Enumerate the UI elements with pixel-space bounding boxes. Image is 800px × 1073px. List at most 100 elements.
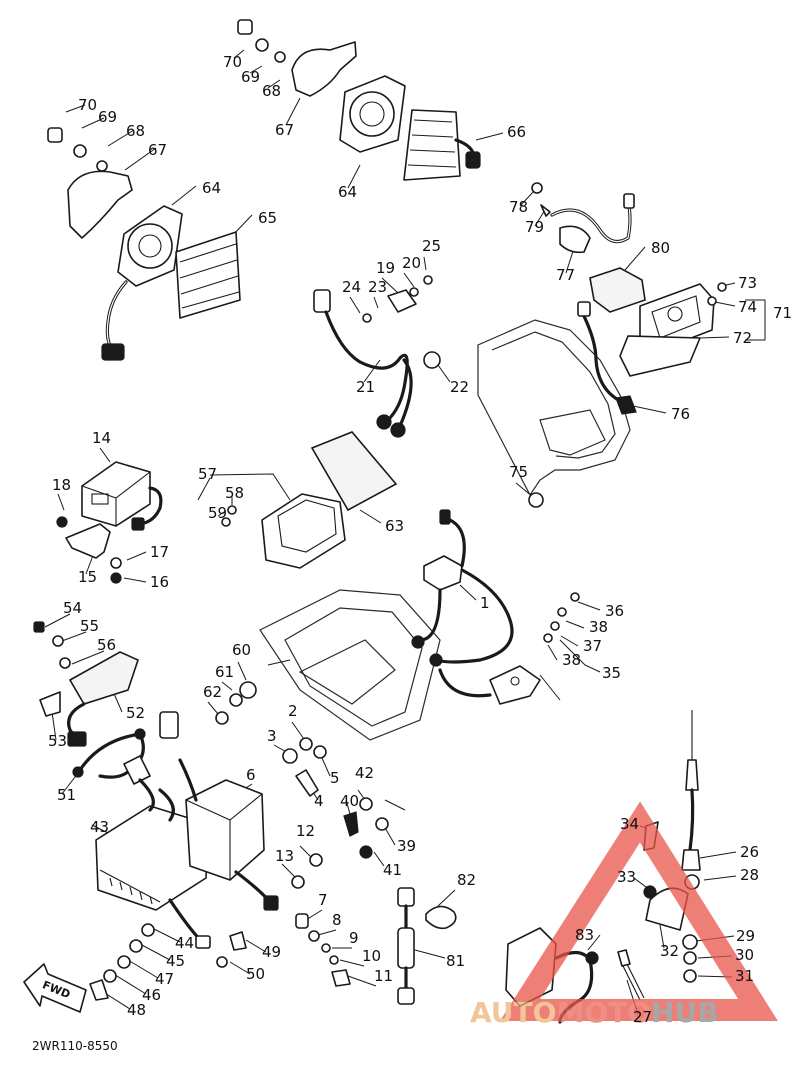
callout-37: 37 [583,637,602,655]
callout-4: 4 [314,792,324,810]
callout-43: 43 [90,818,109,836]
washer-68-upper [274,51,286,63]
callout-22: 22 [450,378,469,396]
callout-47: 47 [155,970,174,988]
callout-66: 66 [507,123,526,141]
fuse-plug-81 [397,987,415,1005]
washer-68-left [96,160,108,172]
callout-18: 18 [52,476,71,494]
callout-25: 25 [422,237,441,255]
callout-80: 80 [651,239,670,257]
nut-42 [359,797,373,811]
socket-74 [707,296,717,306]
fuse-holder-81 [397,927,415,969]
bolt-48 [89,979,109,1001]
callout-31: 31 [735,967,754,985]
speaker-assembly-left [47,127,241,361]
terminal-1b [411,635,425,649]
switch-unit-35 [438,592,580,705]
bolt-12 [309,853,323,867]
spacer-5 [313,745,327,759]
callout-60: 60 [232,641,251,659]
callout-35: 35 [602,664,621,682]
connector-76-top [577,301,591,317]
fuse-cap-81 [397,887,415,907]
callout-62: 62 [203,683,222,701]
fwd-arrow: FWD [23,963,87,1013]
callout-67a: 67 [275,121,294,139]
washer-69-left [73,144,87,158]
sub-harness-1 [411,509,514,667]
callout-33: 33 [617,868,636,886]
connector-66 [465,151,481,169]
unit-57 [261,493,346,569]
callout-81: 81 [446,952,465,970]
plug-77 [623,193,635,209]
watermark: AUTOMOTOHUB [470,801,778,1029]
speaker-cone-left [127,223,173,269]
connector-76 [615,395,637,415]
speaker-cover-67-upper [291,41,357,97]
callout-34: 34 [620,815,639,833]
callout-16: 16 [150,573,169,591]
unit-6 [185,779,265,881]
callout-12: 12 [296,822,315,840]
terminal-1c [429,653,443,667]
callout-68a: 68 [262,82,281,100]
callout-27: 27 [633,1008,652,1026]
control-unit-57 [221,431,398,569]
nut-36 [570,592,580,602]
callout-40: 40 [340,792,359,810]
callout-2: 2 [288,702,298,720]
unit-52-assembly [33,621,139,747]
cap-31 [683,969,697,983]
washer-39 [375,817,389,831]
fasteners-lower [89,853,351,1001]
washer-29 [682,934,698,950]
washer-61 [229,693,243,707]
watermark-moto: MOTO [556,996,651,1029]
callout-71: 71 [773,304,792,322]
bolt-11 [331,969,351,987]
nut-10 [329,955,339,965]
switch-and-meter-assembly [528,182,727,508]
speaker-assembly-upper [237,19,481,181]
callout-19: 19 [376,259,395,277]
callout-10: 10 [362,947,381,965]
callout-7: 7 [318,891,328,909]
connector-14 [131,517,145,531]
grommet-7 [295,913,309,929]
speaker-cone-upper [349,91,395,137]
unit-43 [95,805,209,911]
callout-64b: 64 [338,183,357,201]
screw-78 [531,182,543,194]
collar-47 [117,955,131,969]
washer-69-upper [255,38,269,52]
cap-nut-70-upper [237,19,253,35]
switch-77 [559,225,591,254]
callout-57: 57 [198,465,217,483]
relay-19 [387,289,417,313]
callout-15: 15 [78,568,97,586]
watermark-auto: AUTO [470,996,556,1029]
part-58 [227,505,237,515]
callout-55: 55 [80,617,99,635]
unit-1 [423,555,463,591]
washer-3 [282,748,298,764]
callout-79: 79 [525,218,544,236]
callout-74: 74 [738,298,757,316]
connector-6-top [159,711,179,739]
fuse-assembly [397,887,457,1005]
callout-59: 59 [208,504,227,522]
callout-32: 32 [660,942,679,960]
callout-39: 39 [397,837,416,855]
callout-75: 75 [509,463,528,481]
callout-1: 1 [480,594,490,612]
cable-27 [617,949,631,967]
callout-41: 41 [383,861,402,879]
cap-60 [239,681,257,699]
callout-52: 52 [126,704,145,722]
speaker-cover-67-left [67,170,133,239]
